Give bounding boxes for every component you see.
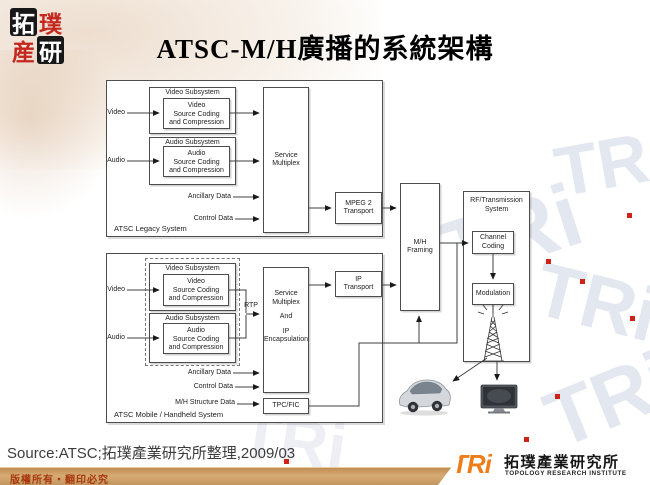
legacy-video-subsystem-title: Video Subsystem	[165, 89, 220, 96]
box-line: and Compression	[168, 344, 224, 351]
box-line: Audio	[187, 327, 205, 334]
box-line: RF/Transmission	[470, 197, 523, 204]
box-line: Multiplex	[272, 298, 300, 306]
mpeg2-transport-box: MPEG 2 Transport	[335, 192, 382, 224]
tri-watermark: TRi	[526, 246, 650, 359]
box-line: Audio	[187, 150, 206, 157]
mobile-control-data-label: Control Data	[193, 383, 233, 390]
box-line: Source Coding	[173, 158, 220, 166]
box-line: IP	[282, 327, 290, 335]
box-line: and Compression	[169, 167, 224, 174]
box-line: and Compression	[169, 119, 224, 126]
box-line: IP	[355, 275, 362, 283]
slide-title: ATSC-M/H廣播的系統架構	[156, 34, 494, 64]
box-line: Video	[187, 278, 205, 285]
mh-structure-data-label: M/H Structure Data	[175, 399, 235, 406]
legacy-control-data-label: Control Data	[193, 215, 233, 222]
mobile-audio-coding-box: Audio Source Coding and Compression	[163, 323, 229, 354]
copyright-notice: 版權所有‧翻印必究	[10, 475, 109, 485]
box-line: Channel	[479, 234, 507, 241]
box-line: and Compression	[168, 295, 224, 302]
mh-framing-box: M/H Framing	[400, 183, 440, 311]
box-line: And	[279, 313, 293, 320]
tri-watermark: TR	[548, 118, 650, 212]
box-line: Framing	[407, 247, 433, 254]
watermark-red-dot	[284, 459, 289, 464]
box-line: Coding	[481, 242, 505, 250]
tri-watermark: TRi	[532, 334, 650, 465]
mobile-system-label: ATSC Mobile / Handheld System	[114, 410, 224, 419]
stamp-char: 産	[12, 40, 35, 65]
legacy-audio-subsystem-title: Audio Subsystem	[165, 139, 220, 146]
tpc-fic-box: TPC/FIC	[263, 398, 309, 414]
rtp-label: RTP	[244, 302, 258, 309]
tri-logo-block: TRi 拓璞產業研究所 TOPOLOGY RESEARCH INSTITUTE	[438, 448, 650, 485]
box-line: Video	[187, 102, 206, 109]
legacy-service-multiplex-box: Service Multiplex	[263, 87, 309, 233]
rf-transmission-system-box: RF/Transmission System	[463, 191, 530, 362]
box-line: MPEG 2	[345, 199, 372, 207]
legacy-video-input-label: Video	[107, 109, 125, 116]
watermark-red-dot	[546, 259, 551, 264]
mobile-audio-input-label: Audio	[107, 334, 125, 341]
box-line: Transport	[343, 208, 374, 215]
source-line: Source:ATSC;拓璞產業研究所整理,2009/03	[7, 445, 296, 462]
box-line: Service	[274, 151, 298, 159]
watermark-red-dot	[630, 316, 635, 321]
tv-icon	[480, 384, 518, 414]
legacy-audio-input-label: Audio	[107, 157, 125, 164]
tri-name-en: TOPOLOGY RESEARCH INSTITUTE	[505, 470, 627, 477]
box-line: M/H	[413, 238, 427, 246]
box-line: Source Coding	[173, 110, 220, 118]
topology-stamp-logo: 拓 璞 産 研	[10, 8, 64, 65]
stamp-char: 拓	[10, 8, 37, 37]
mobile-video-input-label: Video	[107, 286, 125, 293]
watermark-red-dot	[580, 279, 585, 284]
stamp-char: 研	[37, 36, 64, 65]
mobile-service-multiplex-ip-box: Service Multiplex And IP Encapsulation	[263, 267, 309, 393]
box-line: Source Coding	[172, 335, 220, 343]
stamp-char: 璞	[39, 12, 62, 37]
box-line: Encapsulation	[264, 336, 308, 343]
legacy-audio-coding-box: Audio Source Coding and Compression	[163, 146, 230, 177]
tri-name-zh: 拓璞產業研究所	[504, 455, 620, 471]
mobile-video-coding-box: Video Source Coding and Compression	[163, 274, 229, 306]
modulation-box: Modulation	[472, 283, 514, 305]
mobile-video-subsystem-title: Video Subsystem	[165, 265, 220, 272]
box-line: Multiplex	[272, 160, 300, 167]
legacy-video-coding-box: Video Source Coding and Compression	[163, 98, 230, 129]
watermark-red-dot	[627, 213, 632, 218]
legacy-system-label: ATSC Legacy System	[114, 224, 187, 233]
box-line: Service	[274, 290, 298, 297]
watermark-red-dot	[555, 394, 560, 399]
channel-coding-box: Channel Coding	[472, 231, 514, 254]
car-icon	[399, 379, 451, 416]
mobile-audio-subsystem-title: Audio Subsystem	[165, 315, 220, 322]
mobile-ancillary-data-label: Ancillary Data	[187, 369, 231, 376]
legacy-ancillary-data-label: Ancillary Data	[187, 193, 231, 200]
ip-transport-box: IP Transport	[335, 271, 382, 297]
watermark-red-dot	[524, 437, 529, 442]
box-line: System	[484, 205, 509, 213]
box-line: Transport	[343, 284, 374, 291]
tri-wordmark: TRi	[452, 449, 492, 479]
box-line: Source Coding	[172, 286, 220, 294]
map-texture-background-2	[0, 50, 120, 220]
